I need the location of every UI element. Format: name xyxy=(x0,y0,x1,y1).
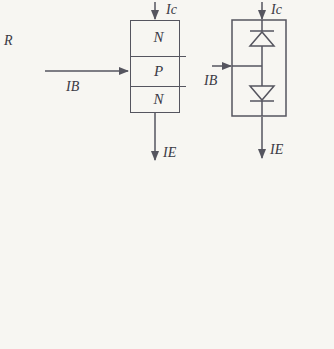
semiconductor-layer: N xyxy=(131,21,186,56)
base-wire xyxy=(232,65,262,67)
semiconductor-layer: P xyxy=(131,56,186,86)
current-label: Ic xyxy=(271,3,282,17)
current-label: IB xyxy=(204,74,217,88)
diode-symbol xyxy=(250,20,274,46)
layer-letter: N xyxy=(131,92,186,107)
emitter-arrow xyxy=(154,113,156,160)
equivalent-box xyxy=(232,20,286,116)
collector-arrow xyxy=(154,2,156,19)
collector-arrow xyxy=(261,2,263,19)
diode-symbol xyxy=(250,86,274,116)
current-label: IE xyxy=(163,146,176,160)
margin-letter: R xyxy=(4,34,13,48)
transistor-body: NPN xyxy=(130,20,180,113)
base-arrow xyxy=(212,65,231,67)
current-label: IE xyxy=(270,143,283,157)
layer-letter: N xyxy=(131,30,186,45)
emitter-arrow xyxy=(261,117,263,158)
current-label: IB xyxy=(66,80,79,94)
semiconductor-layer: N xyxy=(131,86,186,112)
layer-letter: P xyxy=(131,64,186,79)
current-label: Ic xyxy=(166,3,177,17)
base-arrow xyxy=(45,70,128,72)
